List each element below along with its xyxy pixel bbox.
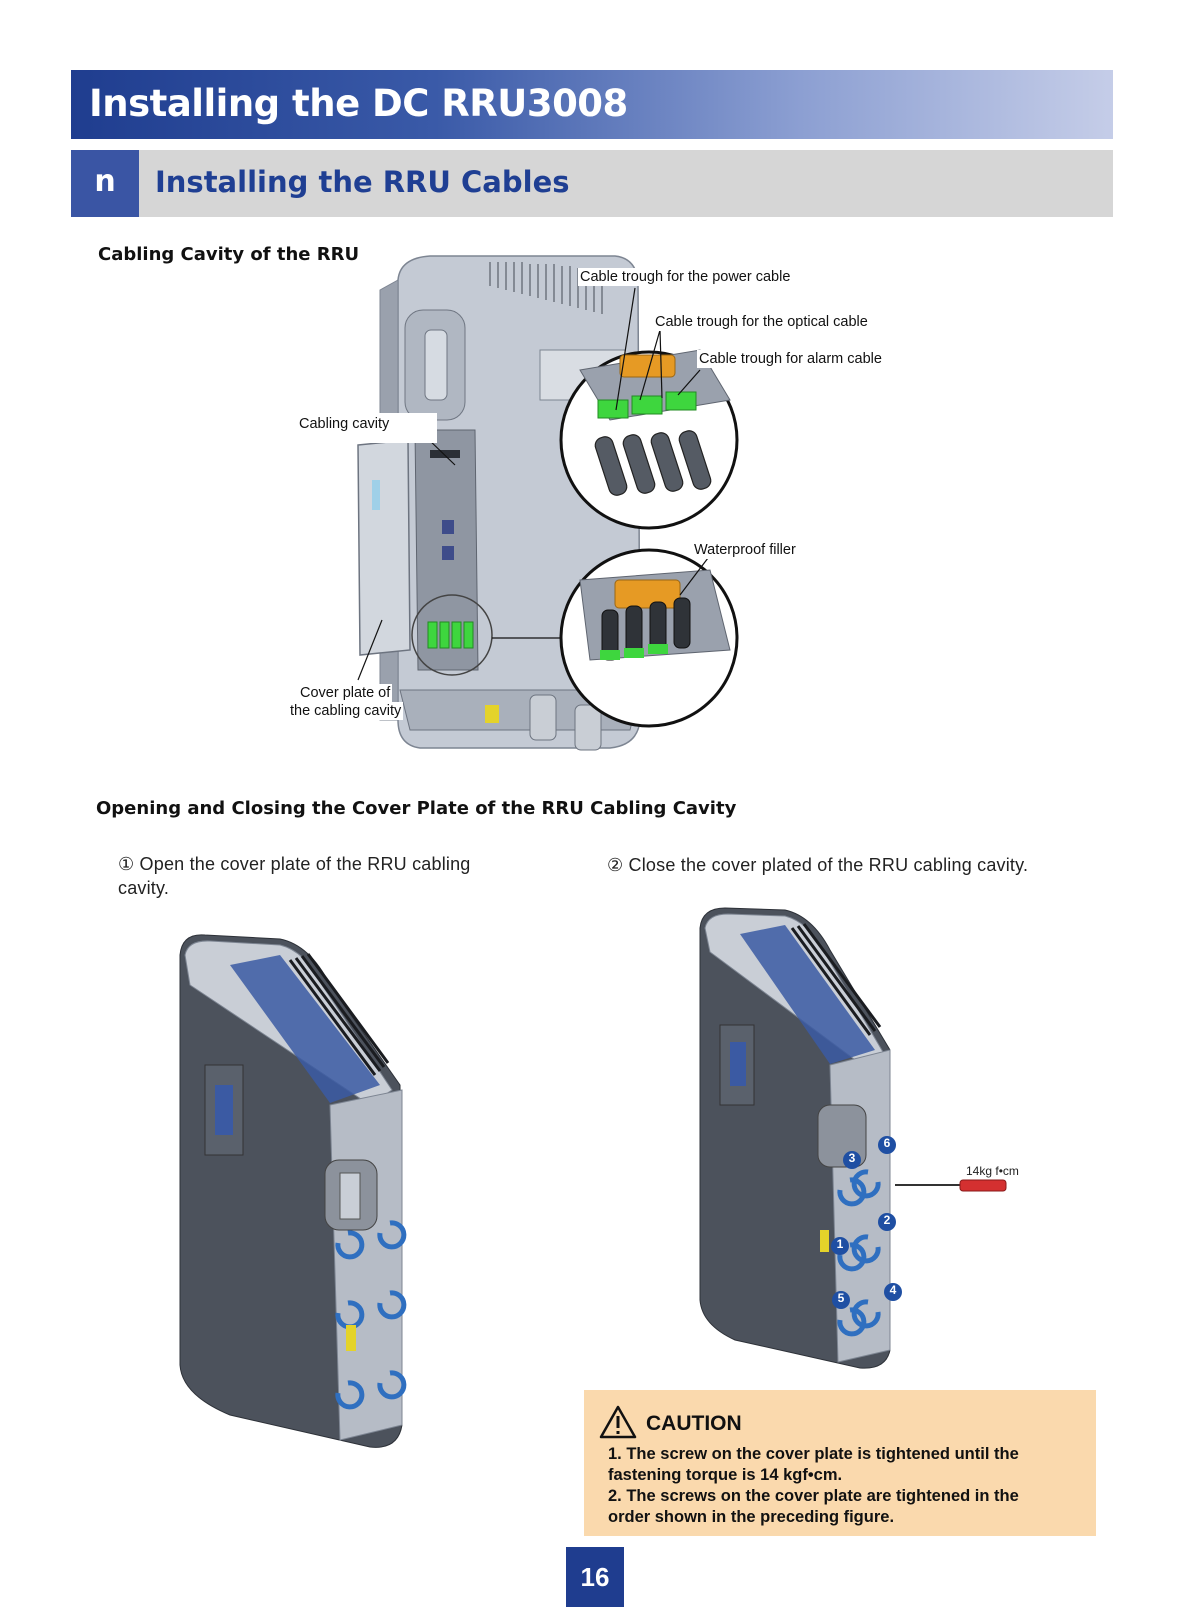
step1-line2: cavity. [118,878,170,898]
screw-number-3: 3 [848,1151,856,1165]
label-alarm-cable-trough: Cable trough for alarm cable [697,350,884,368]
warning-icon [599,1405,637,1439]
caution-body: 1. The screw on the cover plate is tight… [608,1444,1078,1528]
label-optical-cable-trough: Cable trough for the optical cable [653,313,870,331]
page-subtitle: Installing the RRU Cables [155,165,570,199]
rru-open-cover-illustration [179,934,407,1448]
caution-line-3: 2. The screws on the cover plate are tig… [608,1487,1019,1505]
step2-text: ② Close the cover plated of the RRU cabl… [607,855,1029,875]
label-power-cable-trough: Cable trough for the power cable [578,268,793,286]
section-heading-cabling-cavity: Cabling Cavity of the RRU [98,244,360,265]
screw-number-5: 5 [837,1291,845,1305]
caution-line-2: fastening torque is 14 kgf•cm. [608,1466,843,1484]
subtitle-bar: n Installing the RRU Cables [71,150,1113,217]
section-heading-cover-plate: Opening and Closing the Cover Plate of t… [96,798,737,819]
rru-close-cover-illustration [699,907,1007,1369]
screw-number-6: 6 [883,1136,891,1150]
screw-number-1: 1 [836,1237,844,1251]
caution-line-1: 1. The screw on the cover plate is tight… [608,1445,1019,1463]
section-bullet: n [71,150,139,217]
page-number: 16 [566,1547,624,1607]
label-cover-plate-line1: Cover plate of [298,684,393,702]
screw-order-badges [831,1136,902,1309]
caution-title: CAUTION [646,1412,742,1435]
label-waterproof-filler: Waterproof filler [692,541,798,559]
caution-line-4: order shown in the preceding figure. [608,1508,895,1526]
title-bar: Installing the DC RRU3008 [71,70,1113,139]
label-cover-plate-line2: the cabling cavity [288,702,404,720]
screw-number-2: 2 [883,1213,891,1227]
torque-label: 14kg f•cm [966,1164,1019,1178]
page-title: Installing the DC RRU3008 [89,82,628,125]
step1-line1: ① Open the cover plate of the RRU cablin… [118,854,471,874]
caution-box: CAUTION 1. The screw on the cover plate … [584,1390,1096,1536]
rru-cabling-illustration [357,255,739,751]
screw-number-4: 4 [889,1283,897,1297]
label-cabling-cavity: Cabling cavity [297,413,437,443]
